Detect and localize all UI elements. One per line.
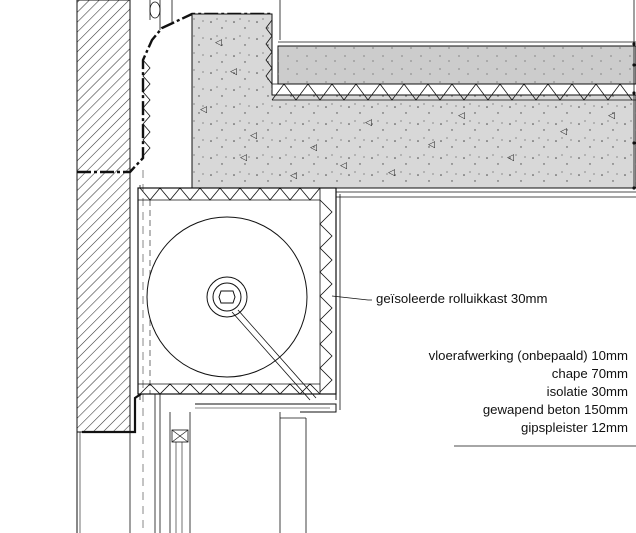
- shutter-roll: [146, 216, 317, 401]
- layer-label-concrete: gewapend beton 150mm: [482, 402, 628, 417]
- slab-side-insulation: [142, 59, 151, 157]
- rolluikkast-label: geïsoleerde rolluikkast 30mm: [376, 291, 548, 306]
- concrete-slab: ◁ ◁ ◁ ◁ ◁ ◁ ◁ ◁ ◁ ◁ ◁ ◁ ◁ ◁ ◁: [191, 13, 636, 189]
- svg-text:◁: ◁: [458, 111, 465, 121]
- svg-text:◁: ◁: [365, 118, 372, 128]
- plaster-layer: [336, 191, 636, 198]
- leader-lines: [331, 0, 636, 447]
- floor-insulation: [271, 83, 636, 101]
- layer-label-finish: vloerafwerking (onbepaald) 10mm: [428, 348, 628, 363]
- layer-label-screed: chape 70mm: [551, 366, 628, 381]
- layer-label-plaster: gipspleister 12mm: [520, 420, 628, 435]
- screed-layer: [277, 41, 636, 85]
- svg-text:◁: ◁: [388, 168, 395, 178]
- svg-text:◁: ◁: [608, 111, 615, 121]
- damp-proof-course: [77, 12, 272, 434]
- svg-text:◁: ◁: [340, 161, 347, 171]
- svg-text:◁: ◁: [428, 140, 435, 150]
- slab-edge-insulation: [265, 0, 281, 85]
- svg-text:◁: ◁: [507, 153, 514, 163]
- svg-text:◁: ◁: [310, 143, 317, 153]
- svg-text:◁: ◁: [290, 171, 297, 181]
- layer-label-insulation: isolatie 30mm: [546, 384, 628, 399]
- svg-text:◁: ◁: [215, 38, 222, 48]
- svg-text:◁: ◁: [240, 153, 247, 163]
- svg-text:◁: ◁: [560, 127, 567, 137]
- svg-text:◁: ◁: [250, 131, 257, 141]
- masonry-wall: [76, 0, 131, 533]
- window-frame: [142, 170, 307, 533]
- svg-text:◁: ◁: [200, 105, 207, 115]
- svg-text:◁: ◁: [230, 67, 237, 77]
